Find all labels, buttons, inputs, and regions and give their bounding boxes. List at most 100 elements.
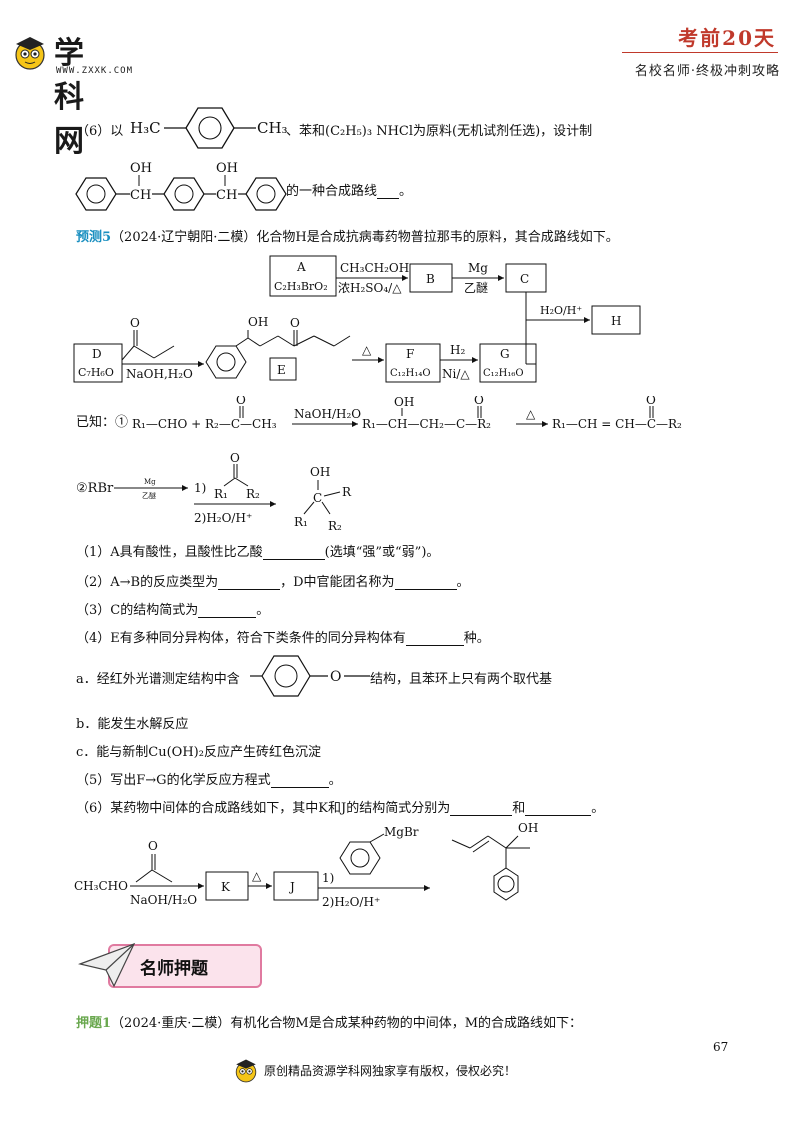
svg-text:NaOH,H₂O: NaOH,H₂O [126,367,193,381]
svg-text:1): 1) [194,481,206,495]
svg-text:CH: CH [130,188,151,203]
answer-blank[interactable] [218,577,281,590]
condition-a-prefix: a．经红外光谱测定结构中含 [76,672,240,687]
answer-blank[interactable] [377,186,400,199]
known-reaction-1: 已知：① R₁—CHO + R₂—C—CH₃ O NaOH/H₂O R₁—CH—… [76,396,682,431]
svg-text:C: C [313,491,322,505]
svg-text:O: O [330,669,341,685]
page-number: 67 [713,1040,729,1054]
banner-title: 名师押题 [140,959,208,979]
svg-text:OH: OH [216,161,238,176]
svg-text:C₂H₃BrO₂: C₂H₃BrO₂ [274,280,328,293]
svg-text:OH: OH [394,396,414,409]
svg-text:△: △ [526,407,536,421]
svg-text:C: C [520,272,529,286]
header-divider [622,52,778,53]
logo-text: 学科网 [54,36,85,159]
header-title: 考前20天 [678,26,776,50]
svg-text:2)H₂O/H⁺: 2)H₂O/H⁺ [322,895,380,909]
target-diol-structure: CH OH CH OH [75,161,287,211]
svg-text:C₁₂H₁₆O: C₁₂H₁₆O [483,368,524,379]
push1-heading: 押题1（2024·重庆·二模）有机化合物M是合成某种药物的中间体，M的合成路线如… [76,1012,582,1031]
answer-blank[interactable] [262,547,325,560]
svg-text:A: A [296,260,306,274]
svg-text:O: O [646,396,656,407]
logo-url: WWW.ZXXK.COM [56,66,134,76]
banner-box [108,944,262,988]
svg-text:D: D [92,347,102,361]
svg-text:MgBr: MgBr [384,825,419,839]
svg-text:OH: OH [518,821,538,835]
svg-text:乙醚: 乙醚 [142,491,156,500]
paper-plane-icon [78,942,136,988]
svg-text:C₇H₆O: C₇H₆O [78,366,114,379]
svg-text:浓H₂SO₄/△: 浓H₂SO₄/△ [338,281,402,295]
question-6: （6）某药物中间体的合成路线如下，其中K和J的结构简式分别为和。 [76,801,605,816]
synthesis-scheme-2: CH₃CHO O NaOH/H₂O K △ J 1) MgBr 2)H₂O/H⁺… [74,821,538,909]
svg-text:O: O [236,396,246,407]
svg-text:CH₃CHO: CH₃CHO [74,879,128,893]
svg-text:△: △ [252,869,262,883]
svg-text:R₂: R₂ [246,487,260,501]
svg-text:乙醚: 乙醚 [464,281,488,295]
svg-text:②RBr: ②RBr [76,481,114,496]
svg-text:O: O [148,839,158,853]
p-xylene-structure: H₃C CH₃ [130,107,288,149]
svg-text:C₁₂H₁₄O: C₁₂H₁₄O [390,368,431,379]
condition-b: b．能发生水解反应 [76,717,189,732]
logo-mascot-icon [15,37,45,70]
svg-text:O: O [130,316,140,330]
predict5-heading: 预测5（2024·辽宁朝阳·二模）化合物H是合成抗病毒药物普拉那韦的原料，其合成… [76,226,619,245]
answer-blank[interactable] [450,803,513,816]
answer-blank[interactable] [270,775,329,788]
svg-text:H: H [611,314,621,328]
svg-text:G: G [500,347,510,361]
question-3: （3）C的结构简式为。 [76,603,270,618]
svg-text:R₁—CH—CH₂—C—R₂: R₁—CH—CH₂—C—R₂ [362,417,491,431]
push1-label: 押题1 [76,1016,112,1031]
answer-blank[interactable] [394,577,457,590]
svg-text:K: K [221,880,231,894]
svg-text:O: O [230,452,240,465]
q6-top-prefix: （6）以 [76,124,124,139]
methyl-right: CH₃ [257,119,288,137]
svg-text:R₁—CHO + R₂—C—CH₃: R₁—CHO + R₂—C—CH₃ [132,417,277,431]
known-reaction-2: ②RBr Mg 乙醚 1) O R₁ R₂ 2)H₂O/H⁺ OH C R R₁… [76,452,352,533]
question-2: （2）A→B的反应类型为，D中官能团名称为。 [76,575,470,590]
svg-text:O: O [474,396,484,407]
q6-top-tail-text: 的一种合成路线 [286,184,378,199]
push1-text: （2024·重庆·二模）有机化合物M是合成某种药物的中间体，M的合成路线如下： [111,1016,583,1031]
answer-blank[interactable] [525,803,592,816]
svg-text:H₂: H₂ [450,343,465,357]
svg-text:△: △ [362,343,372,357]
svg-text:J: J [288,880,295,894]
predict5-text: （2024·辽宁朝阳·二模）化合物H是合成抗病毒药物普拉那韦的原料，其合成路线如… [111,230,619,245]
q6-top-tail: 的一种合成路线。 [286,184,413,199]
svg-text:R₁—CH = CH—C—R₂: R₁—CH = CH—C—R₂ [552,417,682,431]
svg-text:OH: OH [248,315,268,329]
section-banner: 名师押题 [78,940,264,988]
q6-top-text: 、苯和(C₂H₅)₃ NHCl为原料(无机试剂任选)，设计制 [286,124,593,139]
svg-text:CH: CH [216,188,237,203]
svg-text:E: E [277,363,286,377]
header-subtitle: 名校名师·终极冲刺攻略 [634,64,780,79]
question-4: （4）E有多种同分异构体，符合下类条件的同分异构体有种。 [76,631,490,646]
svg-text:NaOH/H₂O: NaOH/H₂O [130,893,197,907]
answer-blank[interactable] [405,633,464,646]
svg-text:R₁: R₁ [214,487,228,501]
svg-text:O: O [290,316,300,330]
footer-mascot-icon [235,1059,257,1083]
svg-text:CH₃CH₂OH: CH₃CH₂OH [340,261,409,275]
svg-text:R: R [342,485,352,499]
condition-a-suffix: 结构，且苯环上只有两个取代基 [370,672,553,687]
svg-text:1): 1) [322,871,334,885]
svg-text:Mg: Mg [468,261,488,275]
methyl-left: H₃C [130,119,161,137]
svg-text:F: F [406,347,414,361]
svg-text:NaOH/H₂O: NaOH/H₂O [294,407,361,421]
predict5-label: 预测5 [76,230,112,245]
footer-text: 原创精品资源学科网独家享有版权，侵权必究！ [264,1064,517,1078]
svg-text:Mg: Mg [144,478,156,486]
answer-blank[interactable] [198,605,257,618]
svg-text:Ni/△: Ni/△ [442,367,470,381]
